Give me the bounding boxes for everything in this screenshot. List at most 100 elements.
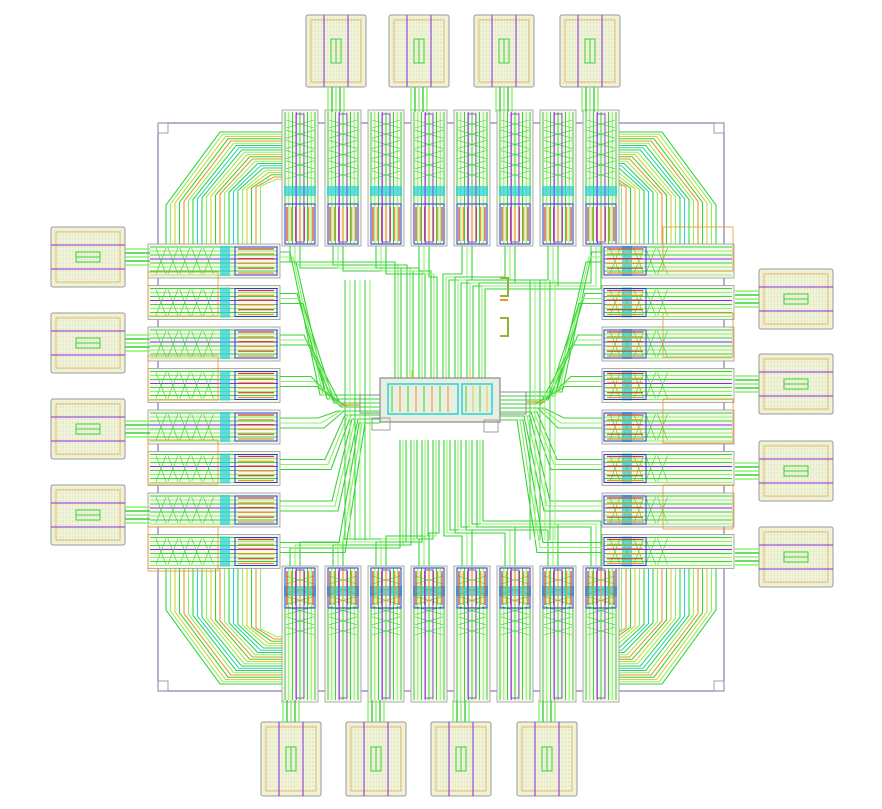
- io-cell-left: [147, 285, 281, 320]
- io-hatch: [285, 626, 315, 636]
- pad-inner-frame: [55, 317, 121, 369]
- io-purple-frame: [295, 113, 305, 243]
- io-hatch: [457, 616, 487, 626]
- io-cyan-band: [220, 287, 230, 318]
- corner-trace: [183, 140, 282, 246]
- io-cyan-band: [413, 186, 445, 196]
- io-purple-frame: [295, 569, 305, 699]
- esd-block: [662, 398, 734, 444]
- corner-trace: [259, 178, 282, 246]
- io-hatch: [179, 330, 191, 358]
- io-cell-body: [147, 368, 281, 403]
- corner-trace: [600, 566, 699, 676]
- io-hatch: [155, 247, 167, 275]
- core-trace: [428, 246, 438, 378]
- corner-trace: [165, 566, 282, 685]
- io-hatch: [167, 496, 179, 524]
- io-cell-body: [147, 285, 281, 320]
- pad-inner-frame: [435, 726, 487, 792]
- io-hatch: [500, 119, 530, 129]
- corner-trace: [600, 144, 690, 246]
- corner-trace: [183, 566, 282, 676]
- corner-trace: [223, 566, 282, 656]
- corner-wiring: [157, 122, 725, 692]
- io-hatch: [155, 330, 167, 358]
- esd-block: [662, 226, 734, 272]
- io-hatch: [328, 129, 358, 139]
- io-hatch: [586, 119, 616, 129]
- corner-trace: [600, 566, 704, 678]
- io-hatch: [543, 170, 573, 180]
- io-hatch: [543, 160, 573, 170]
- corner-marker: [157, 122, 169, 134]
- io-purple-frame: [381, 113, 391, 243]
- io-hatch: [328, 140, 358, 149]
- io-hatch: [203, 372, 214, 399]
- io-driver-frame: [234, 246, 278, 276]
- core-trace: [500, 419, 602, 554]
- core-trace: [280, 302, 380, 400]
- io-hatch: [633, 372, 645, 399]
- io-cyan-band: [542, 186, 574, 196]
- io-hatch: [633, 289, 645, 316]
- core-trace: [500, 407, 602, 429]
- bond-pad-bottom: [260, 721, 322, 797]
- esd-block: [147, 271, 219, 317]
- io-hatch: [500, 140, 530, 149]
- io-cell-body: [147, 409, 281, 445]
- corner-trace: [250, 566, 282, 642]
- corner-trace: [600, 138, 704, 246]
- io-cyan-band: [456, 186, 488, 196]
- corner-trace: [214, 566, 282, 660]
- io-hatch: [328, 160, 358, 170]
- io-cyan-band: [220, 536, 230, 567]
- bond-pad-bottom: [430, 721, 492, 797]
- io-purple-frame: [596, 569, 606, 699]
- pad-inner-frame: [763, 531, 829, 583]
- bond-pad-right: [758, 526, 834, 588]
- io-hatch: [500, 160, 530, 170]
- corner-trace: [246, 171, 282, 246]
- corner-trace: [600, 135, 708, 246]
- io-hatch: [543, 150, 573, 159]
- io-hatch: [203, 247, 214, 275]
- io-hatch: [328, 150, 358, 159]
- io-hatch: [609, 413, 621, 441]
- io-cyan-band: [622, 246, 632, 276]
- io-hatch: [645, 413, 656, 441]
- core-trace: [280, 410, 380, 429]
- io-hatch: [457, 150, 487, 159]
- io-hatch: [203, 289, 214, 316]
- io-cell-left: [147, 451, 281, 486]
- io-hatch: [179, 247, 191, 275]
- io-hatch: [586, 129, 616, 139]
- io-hatch: [457, 129, 487, 139]
- io-cell-right: [601, 451, 735, 486]
- io-purple-frame: [467, 113, 477, 243]
- io-driver-frame: [603, 537, 647, 566]
- io-hatch: [609, 372, 621, 399]
- io-hatch: [191, 455, 202, 482]
- corner-trace: [210, 153, 282, 246]
- core-trace: [500, 302, 602, 397]
- bond-pad-bottom: [516, 721, 578, 797]
- core-trace: [342, 246, 414, 378]
- io-hatch: [371, 626, 401, 636]
- io-hatch: [414, 616, 444, 626]
- corner-trace: [178, 138, 282, 246]
- io-hatch: [645, 289, 656, 316]
- io-hatch: [155, 455, 167, 482]
- corner-trace: [600, 566, 686, 669]
- io-driver-frame: [456, 203, 488, 245]
- io-hatch: [179, 496, 191, 524]
- core-trace: [280, 385, 380, 408]
- io-hatch: [609, 455, 621, 482]
- corner-trace: [228, 162, 282, 246]
- bond-pad-right: [758, 353, 834, 415]
- io-hatch: [645, 538, 656, 565]
- io-cell-right: [601, 326, 735, 362]
- io-hatch: [633, 413, 645, 441]
- io-cell-top: [410, 109, 448, 247]
- corner-trace: [192, 566, 282, 672]
